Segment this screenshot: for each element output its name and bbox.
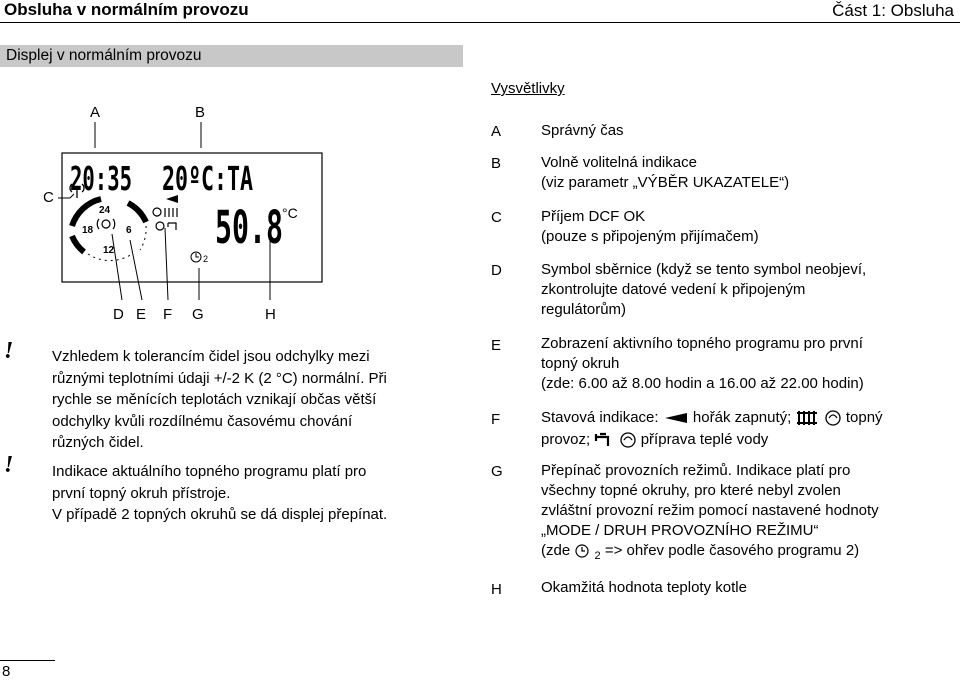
footer-rule (0, 660, 55, 661)
legend-text: Symbol sběrnice (když se tento symbol ne… (541, 261, 867, 278)
callout-a: A (90, 104, 101, 121)
note-2: Indikace aktuálního topného programu pla… (52, 461, 462, 526)
clock-icon (575, 544, 589, 558)
hot-water-icon (155, 221, 177, 231)
section-heading: Část 1: Obsluha (832, 1, 954, 20)
legend-text: Přepínač provozních režimů. Indikace pla… (541, 462, 851, 479)
dial-label-24: 24 (99, 205, 111, 216)
page-number: 8 (2, 663, 11, 680)
legend-letter: H (491, 581, 502, 598)
legend-item-h: Okamžitá hodnota teploty kotle (541, 578, 747, 598)
legend-text: (zde: 6.00 až 8.00 hodin a 16.00 až 22.0… (541, 375, 864, 392)
legend-text: Správný čas (541, 122, 624, 139)
legend-item-e: Zobrazení aktivního topného programu pro… (541, 334, 864, 394)
dial-label-12: 12 (103, 245, 115, 256)
legend-letter: C (491, 209, 502, 226)
legend-item-d: Symbol sběrnice (když se tento symbol ne… (541, 260, 866, 320)
display-diagram: 20:35 20ºC:TA 50.8 °C 24 18 6 12 2 (58, 122, 323, 301)
legend-text: Příjem DCF OK (541, 208, 646, 225)
legend-item-a: Správný čas (541, 121, 624, 141)
note-1-line: odchylky kvůli rozdílnému časovému chová… (52, 412, 353, 430)
hot-water-tap-icon (595, 432, 610, 447)
heating-circle-icon (825, 410, 841, 426)
note-1-line: rychle se měnících teplotách vznikají ob… (52, 391, 377, 408)
legend-text: Stavová indikace: (541, 409, 659, 426)
callout-h: H (265, 306, 276, 323)
legend-text: (zde (541, 542, 571, 559)
page-title: Obsluha v normálním provozu (4, 0, 249, 19)
legend-text: regulátorům) (541, 301, 627, 318)
antenna-icon (69, 183, 85, 198)
legend-title: Vysvětlivky (491, 80, 565, 97)
lcd-info: 20ºC:TA (162, 159, 253, 198)
legend-text: (pouze s připojeným přijímačem) (541, 228, 759, 245)
legend-letter: F (491, 411, 501, 428)
legend-letter: E (491, 337, 502, 354)
legend-text: hořák zapnutý; (692, 409, 792, 426)
lcd-unit: °C (282, 205, 298, 221)
legend-text: Zobrazení aktivního topného programu pro… (541, 335, 863, 352)
legend-item-g: Přepínač provozních režimů. Indikace pla… (541, 461, 879, 565)
header-rule (0, 22, 960, 23)
note-2-line: V případě 2 topných okruhů se dá displej… (52, 506, 388, 523)
legend-letter: A (491, 123, 502, 140)
note-1-line: různými teplotními údaji +/-2 K (2 °C) n… (52, 369, 387, 387)
clock-icon (190, 251, 202, 263)
callout-b: B (195, 104, 206, 121)
program-number: 2 (594, 550, 601, 562)
legend-text: zvláštní provozní režim pomocí nastavené… (541, 502, 879, 519)
callout-d: D (113, 306, 124, 323)
legend-letter: D (491, 262, 502, 279)
note-2-mark: ! (4, 452, 14, 478)
dial-label-18: 18 (82, 225, 94, 236)
note-2-line: první topný okruh přístroje. (52, 484, 231, 502)
radiator-icon (796, 411, 817, 426)
legend-text: topný (845, 409, 883, 426)
program-dial (69, 196, 149, 262)
callout-c: C (43, 189, 54, 206)
legend-item-c: Příjem DCF OK (pouze s připojeným přijím… (541, 207, 759, 247)
lcd-frame (61, 152, 323, 283)
legend-text: „MODE / DRUH PROVOZNÍHO REŽIMU“ (541, 522, 819, 539)
callout-g: G (192, 306, 204, 323)
legend-text: všechny topné okruhy, pro které nebyl zv… (541, 482, 841, 499)
legend-text: Okamžitá hodnota teploty kotle (541, 579, 747, 596)
callout-f: F (163, 306, 173, 323)
callout-e: E (136, 306, 147, 323)
legend-text: provoz; (541, 431, 591, 448)
note-1-line: různých čidel. (52, 434, 144, 451)
heating-icon (152, 207, 178, 217)
legend-text: zkontrolujte datové vedení k připojeným (541, 281, 806, 298)
note-1: Vzhledem k tolerancím čidel jsou odchylk… (52, 346, 462, 454)
hot-water-circle-icon (619, 432, 636, 448)
legend-text: => ohřev podle časového programu 2) (604, 542, 860, 559)
lcd-temperature: 50.8 (215, 201, 283, 254)
dial-label-6: 6 (126, 225, 132, 236)
legend-letter: G (491, 463, 503, 480)
legend-letter: B (491, 155, 502, 172)
legend-text: příprava teplé vody (640, 431, 769, 448)
legend-text: (viz parametr „VÝBĚR UKAZATELE“) (541, 174, 790, 191)
section-bar-label: Displej v normálním provozu (6, 47, 202, 64)
burner-flame-icon (664, 413, 687, 424)
note-2-line: Indikace aktuálního topného programu pla… (52, 463, 367, 480)
lcd-time: 20:35 (70, 159, 132, 198)
program-index: 2 (203, 254, 208, 264)
legend-item-f: Stavová indikace: hořák zapnutý; topný p… (541, 408, 883, 452)
note-1-mark: ! (4, 338, 14, 364)
legend-item-b: Volně volitelná indikace (viz parametr „… (541, 153, 789, 193)
section-bar: Displej v normálním provozu (0, 45, 463, 67)
legend-text: topný okruh (541, 355, 620, 372)
burner-flame-icon (166, 195, 178, 203)
note-1-line: Vzhledem k tolerancím čidel jsou odchylk… (52, 348, 370, 365)
legend-text: Volně volitelná indikace (541, 154, 697, 171)
bus-symbol-icon (96, 218, 116, 230)
